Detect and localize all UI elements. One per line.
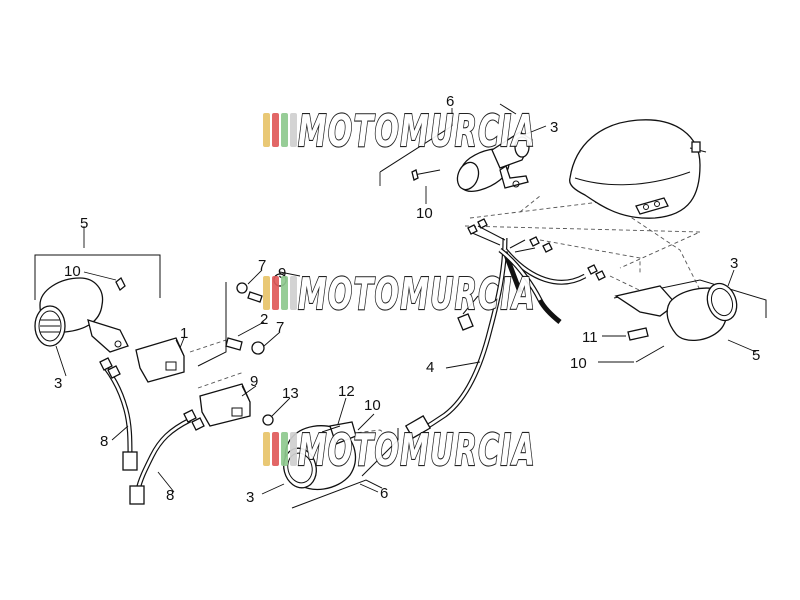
watermark-stripe-2 [272, 113, 279, 147]
watermark-stripe-1 [263, 113, 270, 147]
callout-7-b: 7 [276, 319, 284, 336]
small-parts-group [135, 271, 301, 427]
left-indicator-assembly [34, 254, 161, 353]
callout-11: 11 [582, 329, 598, 346]
callout-9-small: 9 [278, 265, 286, 282]
callout-8-b: 8 [166, 487, 174, 504]
callout-10-top: 10 [416, 205, 433, 222]
watermark-middle: MOTOMURCIA [263, 268, 536, 321]
top-indicator-assembly [379, 103, 533, 192]
watermark-stripe-4 [290, 432, 297, 466]
aux-harness-group [99, 357, 205, 505]
callout-1: 1 [180, 325, 188, 342]
callout-9: 9 [250, 373, 258, 390]
callout-5-right: 5 [752, 347, 760, 364]
callout-3-top: 3 [550, 119, 558, 136]
callout-3-left: 3 [54, 375, 62, 392]
callout-labels: 6 3 10 5 10 3 7 9 1 2 7 4 9 13 12 10 8 8… [54, 93, 760, 506]
callout-5-left: 5 [80, 215, 88, 232]
callout-3-right: 3 [730, 255, 738, 272]
watermark-stripe-2 [272, 432, 279, 466]
watermark-stripe-4 [290, 276, 297, 310]
watermark-stripe-2 [272, 276, 279, 310]
callout-7-a: 7 [258, 257, 266, 274]
watermark-stripe-3 [281, 276, 288, 310]
watermark-bottom: MOTOMURCIA [263, 424, 536, 477]
callout-10-right: 10 [570, 355, 587, 372]
watermark-stripe-3 [281, 432, 288, 466]
watermark-text: MOTOMURCIA [298, 106, 536, 157]
watermark-stripe-4 [290, 113, 297, 147]
main-wiring-harness [404, 218, 606, 439]
callout-6-bottom: 6 [380, 485, 388, 502]
callout-8-a: 8 [100, 433, 108, 450]
callout-4: 4 [426, 359, 434, 376]
leader-lines [55, 108, 757, 495]
right-indicator-assembly [613, 279, 767, 363]
watermark-stripe-1 [263, 432, 270, 466]
callout-10-left: 10 [64, 263, 81, 280]
callout-13: 13 [282, 385, 299, 402]
callout-6-top: 6 [446, 93, 454, 110]
tail-light-assembly [569, 119, 707, 219]
callout-3-bottom: 3 [246, 489, 254, 506]
callout-10-bottom: 10 [364, 397, 381, 414]
watermark-top: MOTOMURCIA [263, 105, 536, 158]
callout-12: 12 [338, 383, 355, 400]
callout-2: 2 [260, 311, 268, 328]
watermark-stripe-1 [263, 276, 270, 310]
watermark-text: MOTOMURCIA [298, 269, 536, 320]
watermark-stripe-3 [281, 113, 288, 147]
watermark-text: MOTOMURCIA [298, 425, 536, 476]
